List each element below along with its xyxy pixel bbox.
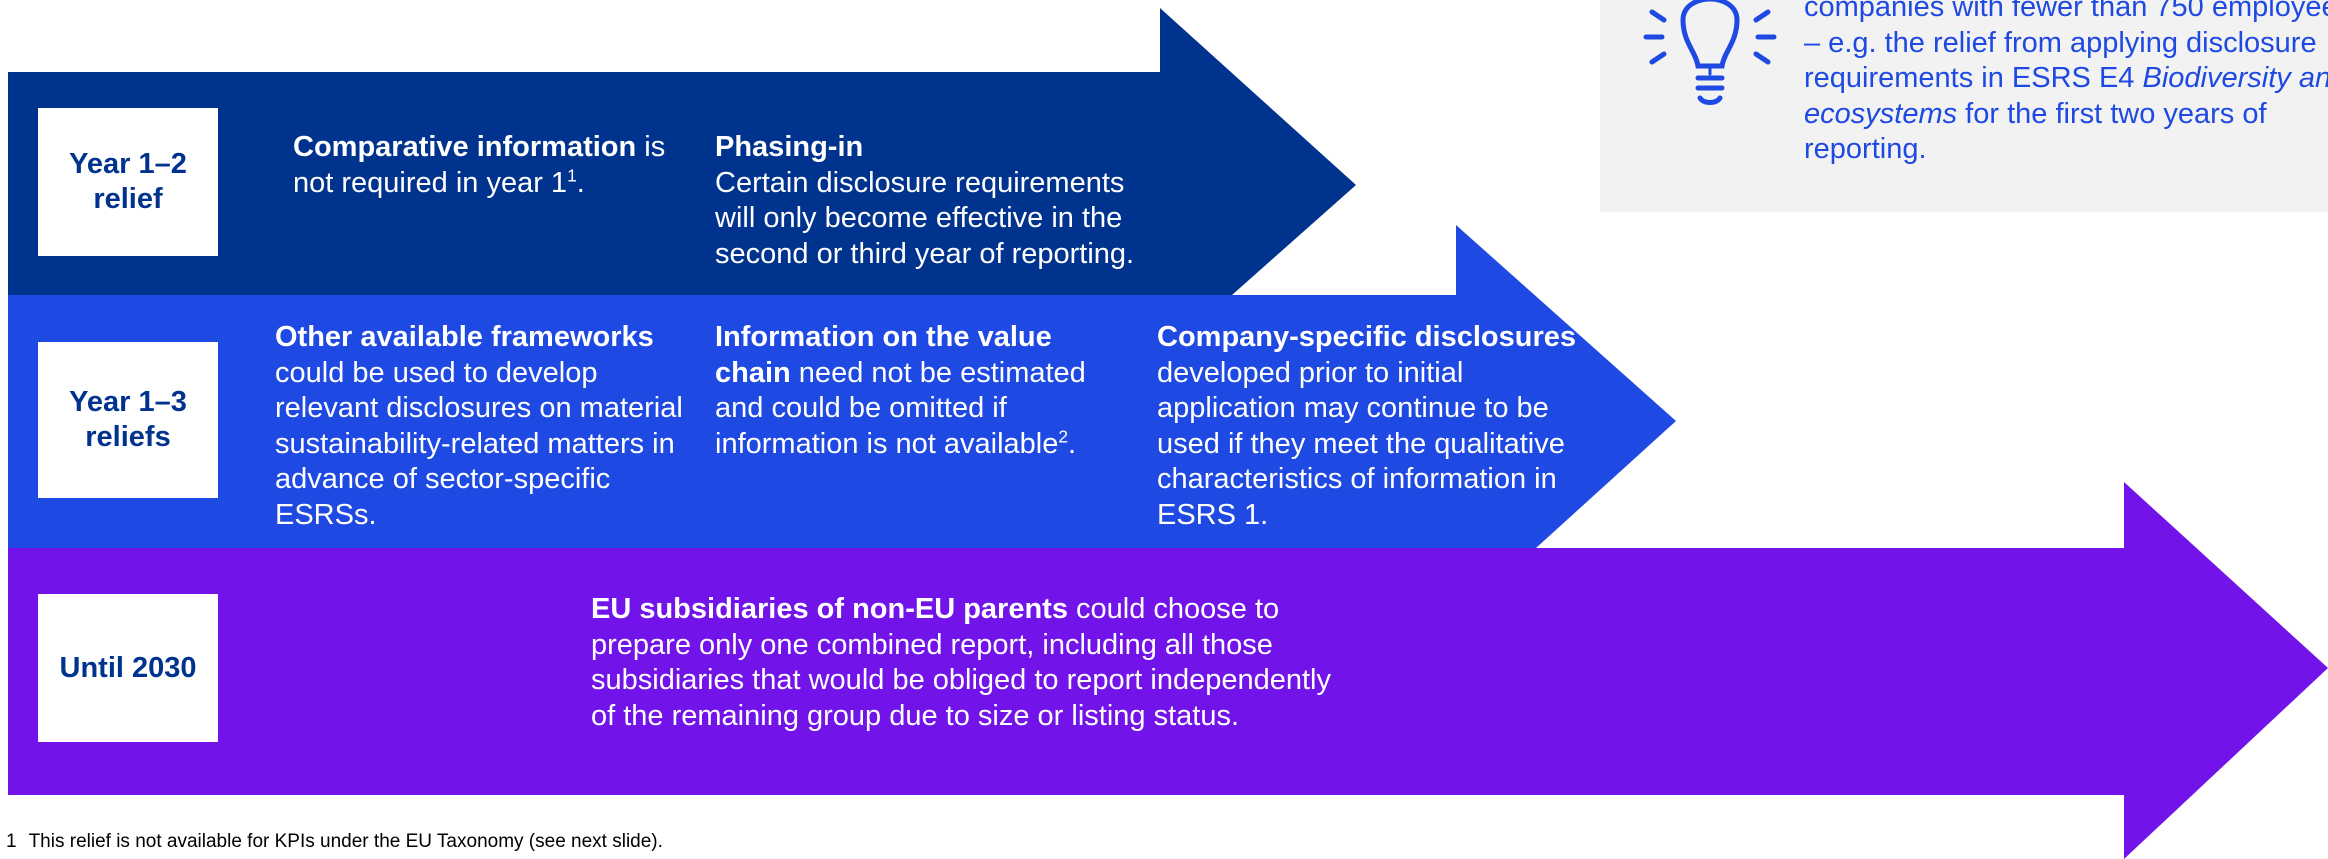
callout-line3b: Biodiversity and (2142, 62, 2328, 94)
footnote-ref-1: 1 (567, 164, 577, 185)
phasing-in-rest: Certain disclosure requirements will onl… (715, 166, 1135, 270)
label-year-1-2-line1: Year 1–2 (69, 148, 187, 180)
label-year-1-3-line1: Year 1–3 (69, 386, 187, 418)
eu-subsidiaries-bold: EU subsidiaries of non-EU parents (591, 593, 1068, 625)
comparative-information-tail: . (576, 166, 585, 199)
callout-text: companies with fewer than 750 employees … (1804, 0, 2328, 168)
value-chain-rest: need not be estimated and could be omitt… (715, 356, 1086, 460)
other-frameworks-bold: Other available frameworks (275, 321, 654, 353)
label-year-1-3-line2: reliefs (85, 421, 171, 453)
label-until-2030: Until 2030 (38, 594, 218, 742)
callout-line3a: requirements in ESRS E4 (1804, 62, 2143, 94)
other-frameworks-rest: could be used to develop relevant disclo… (275, 356, 683, 531)
label-until-2030-text: Until 2030 (59, 651, 197, 684)
footnote-ref-2: 2 (1058, 425, 1069, 446)
callout-box: companies with fewer than 750 employees … (1600, 0, 2328, 212)
callout-line2: – e.g. the relief from applying disclosu… (1804, 26, 2317, 59)
comparative-information-rest: is not required in year 1 (293, 131, 666, 199)
callout-line4b: for the first two years of (1957, 97, 2267, 130)
value-chain-bold: Information on the value chain (715, 321, 1052, 389)
other-frameworks-text: Other available frameworks could be used… (275, 320, 695, 533)
lightbulb-icon (1640, 0, 1780, 135)
company-specific-bold: Company-specific disclosures (1157, 321, 1577, 353)
callout-line5: reporting. (1804, 133, 1927, 165)
phasing-in-title: Phasing-in (715, 131, 864, 163)
value-chain-text: Information on the value chain need not … (715, 320, 1115, 462)
footnote: 1 This relief is not available for KPIs u… (6, 831, 663, 853)
footnote-text: This relief is not available for KPIs un… (28, 831, 663, 852)
callout-line1: companies with fewer than 750 employees (1804, 0, 2328, 23)
company-specific-text: Company-specific disclosures developed p… (1157, 320, 1577, 533)
comparative-information-text: Comparative information is not required … (293, 130, 693, 201)
callout-line4: ecosystems for the first two years of (1804, 97, 2328, 133)
value-chain-tail: . (1068, 427, 1077, 460)
callout-line3: requirements in ESRS E4 Biodiversity and (1804, 61, 2328, 97)
eu-subsidiaries-text: EU subsidiaries of non-EU parents could … (591, 592, 1351, 734)
footnote-number: 1 (6, 831, 17, 852)
comparative-information-bold: Comparative information (293, 131, 637, 163)
company-specific-rest: developed prior to initial application m… (1157, 356, 1565, 531)
eu-subsidiaries-rest: could choose to prepare only one combine… (591, 593, 1331, 732)
label-year-1-2-line2: relief (93, 183, 163, 215)
callout-line4a: ecosystems (1804, 97, 1958, 130)
